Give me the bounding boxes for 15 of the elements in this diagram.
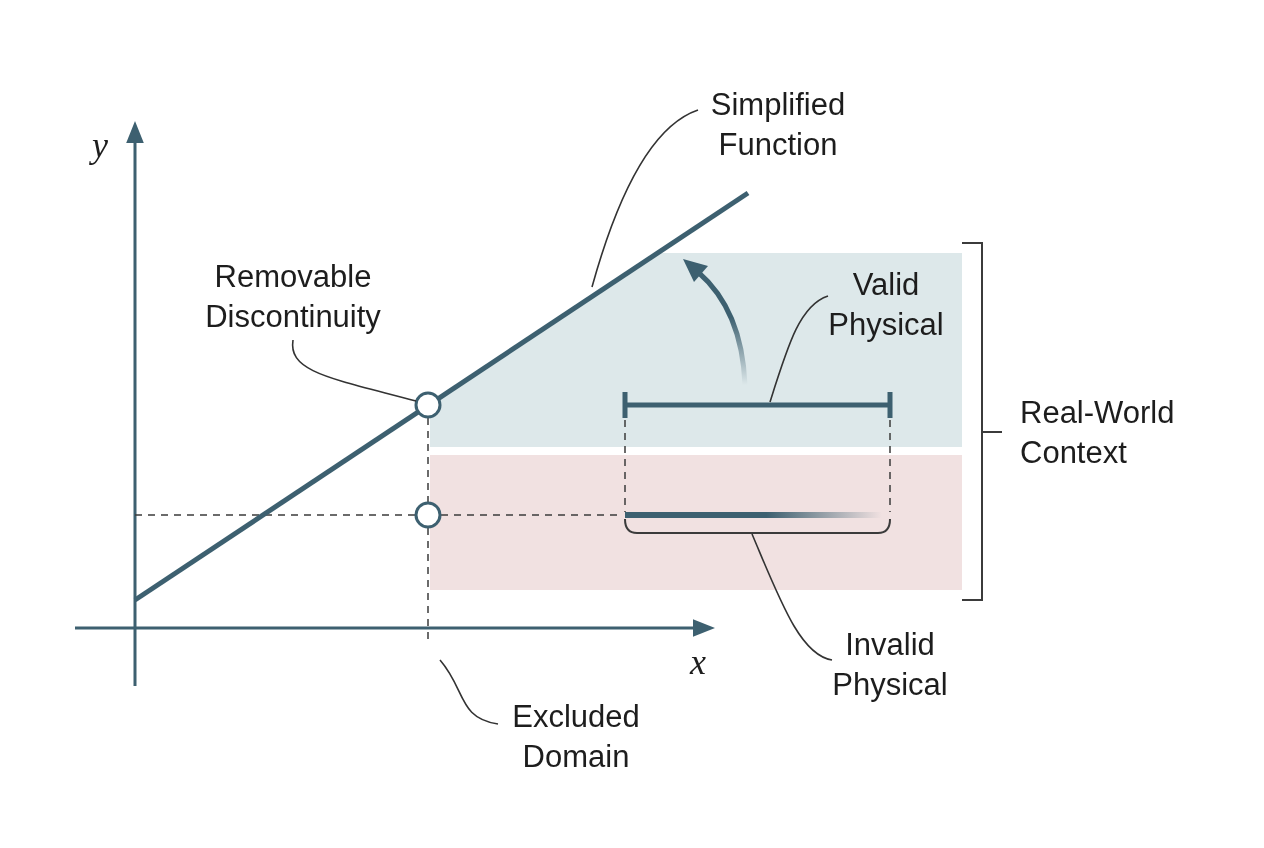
callout-label: Excluded Domain	[496, 697, 656, 777]
bracket-label: Real-World Context	[1020, 394, 1176, 472]
leader-line	[591, 109, 699, 288]
invalid-interval-bar	[624, 512, 891, 534]
leader-line	[769, 295, 829, 403]
leader-line	[291, 339, 417, 402]
callout-label: Valid Physical	[811, 265, 961, 345]
callout-label: Invalid Physical	[815, 625, 965, 705]
callout-label: Removable Discontinuity	[173, 257, 413, 337]
callout-label: Simplified Function	[668, 85, 888, 165]
leader-line	[751, 533, 833, 661]
function-line	[133, 190, 750, 603]
leader-line	[439, 659, 499, 725]
valid-interval-bar	[622, 389, 893, 421]
axis-label: x	[690, 642, 706, 682]
